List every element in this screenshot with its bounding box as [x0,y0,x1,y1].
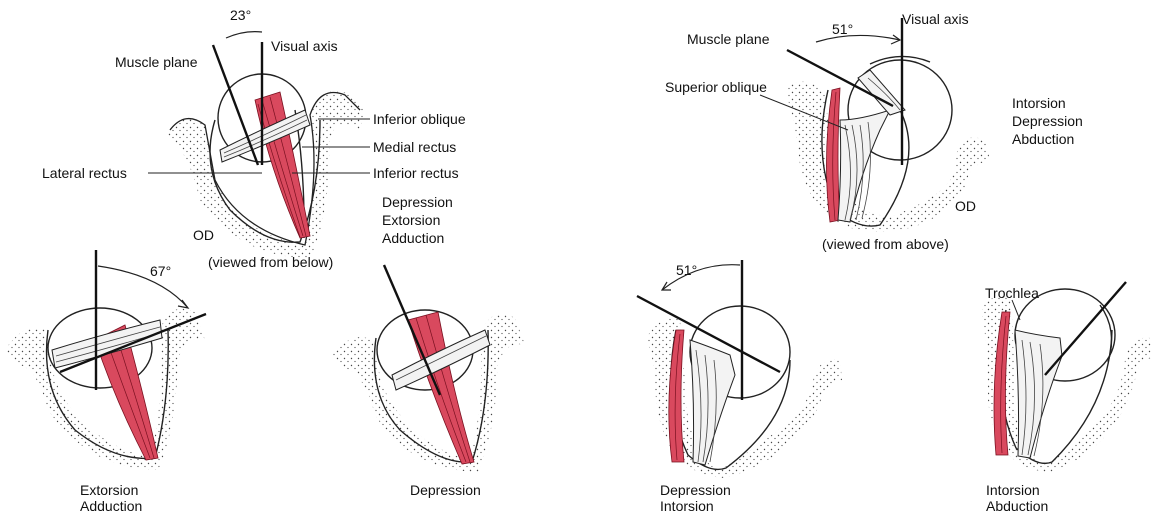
action-2: Intorsion [660,498,714,513]
so-intorsion-panel: Trochlea Intorsion Abduction [982,282,1152,513]
action-2: Adduction [80,498,142,513]
angle-label: 23° [230,7,251,23]
visual-axis-label: Visual axis [902,11,969,27]
trochlea-label: Trochlea [985,285,1039,301]
io-extorsion-panel: 67° Extorsion Adduction [5,250,206,513]
angle-arc-51 [662,265,740,290]
angle-label: 51° [832,21,853,37]
view-label: (viewed from above) [822,236,949,252]
action-2: Depression [1012,113,1083,129]
action-2: Abduction [986,498,1048,513]
action-3: Adduction [382,230,444,246]
action-1: Extorsion [80,482,138,498]
eye-label: OD [955,198,976,214]
inferior-oblique-label: Inferior oblique [373,111,466,127]
action-1: Depression [382,194,453,210]
lateral-rectus-muscle [826,88,840,222]
muscle-plane-label: Muscle plane [115,54,198,70]
lateral-rectus-label: Lateral rectus [42,165,127,181]
action-1: Intorsion [986,482,1040,498]
inferior-rectus-label: Inferior rectus [373,165,459,181]
superior-oblique-label: Superior oblique [665,79,767,95]
view-label: (viewed from below) [208,254,333,270]
action-1: Depression [660,482,731,498]
angle-arc-23 [226,32,262,38]
action-3: Abduction [1012,131,1074,147]
so-depression-panel: 51° Depression Intorsion [637,260,842,513]
superior-oblique-muscle [1015,330,1062,458]
visual-axis-label: Visual axis [271,38,338,54]
medial-rectus-label: Medial rectus [373,139,456,155]
action-1: Depression [410,482,481,498]
so-main-panel: 51° Visual axis Muscle plane Superior ob… [665,11,1083,252]
io-depression-panel: Depression [332,265,525,498]
io-main-panel: 23° Visual axis Muscle plane Inferior ob… [42,7,466,270]
action-1: Intorsion [1012,95,1066,111]
superior-oblique-muscle [838,110,890,222]
angle-label: 51° [676,262,697,278]
angle-label: 67° [150,263,171,279]
action-2: Extorsion [382,212,440,228]
orbit-bone-stipple [5,309,205,470]
angle-arc-67 [98,266,188,308]
eye-label: OD [193,227,214,243]
angle-arc-51 [816,35,900,42]
muscle-plane-label: Muscle plane [687,31,770,47]
